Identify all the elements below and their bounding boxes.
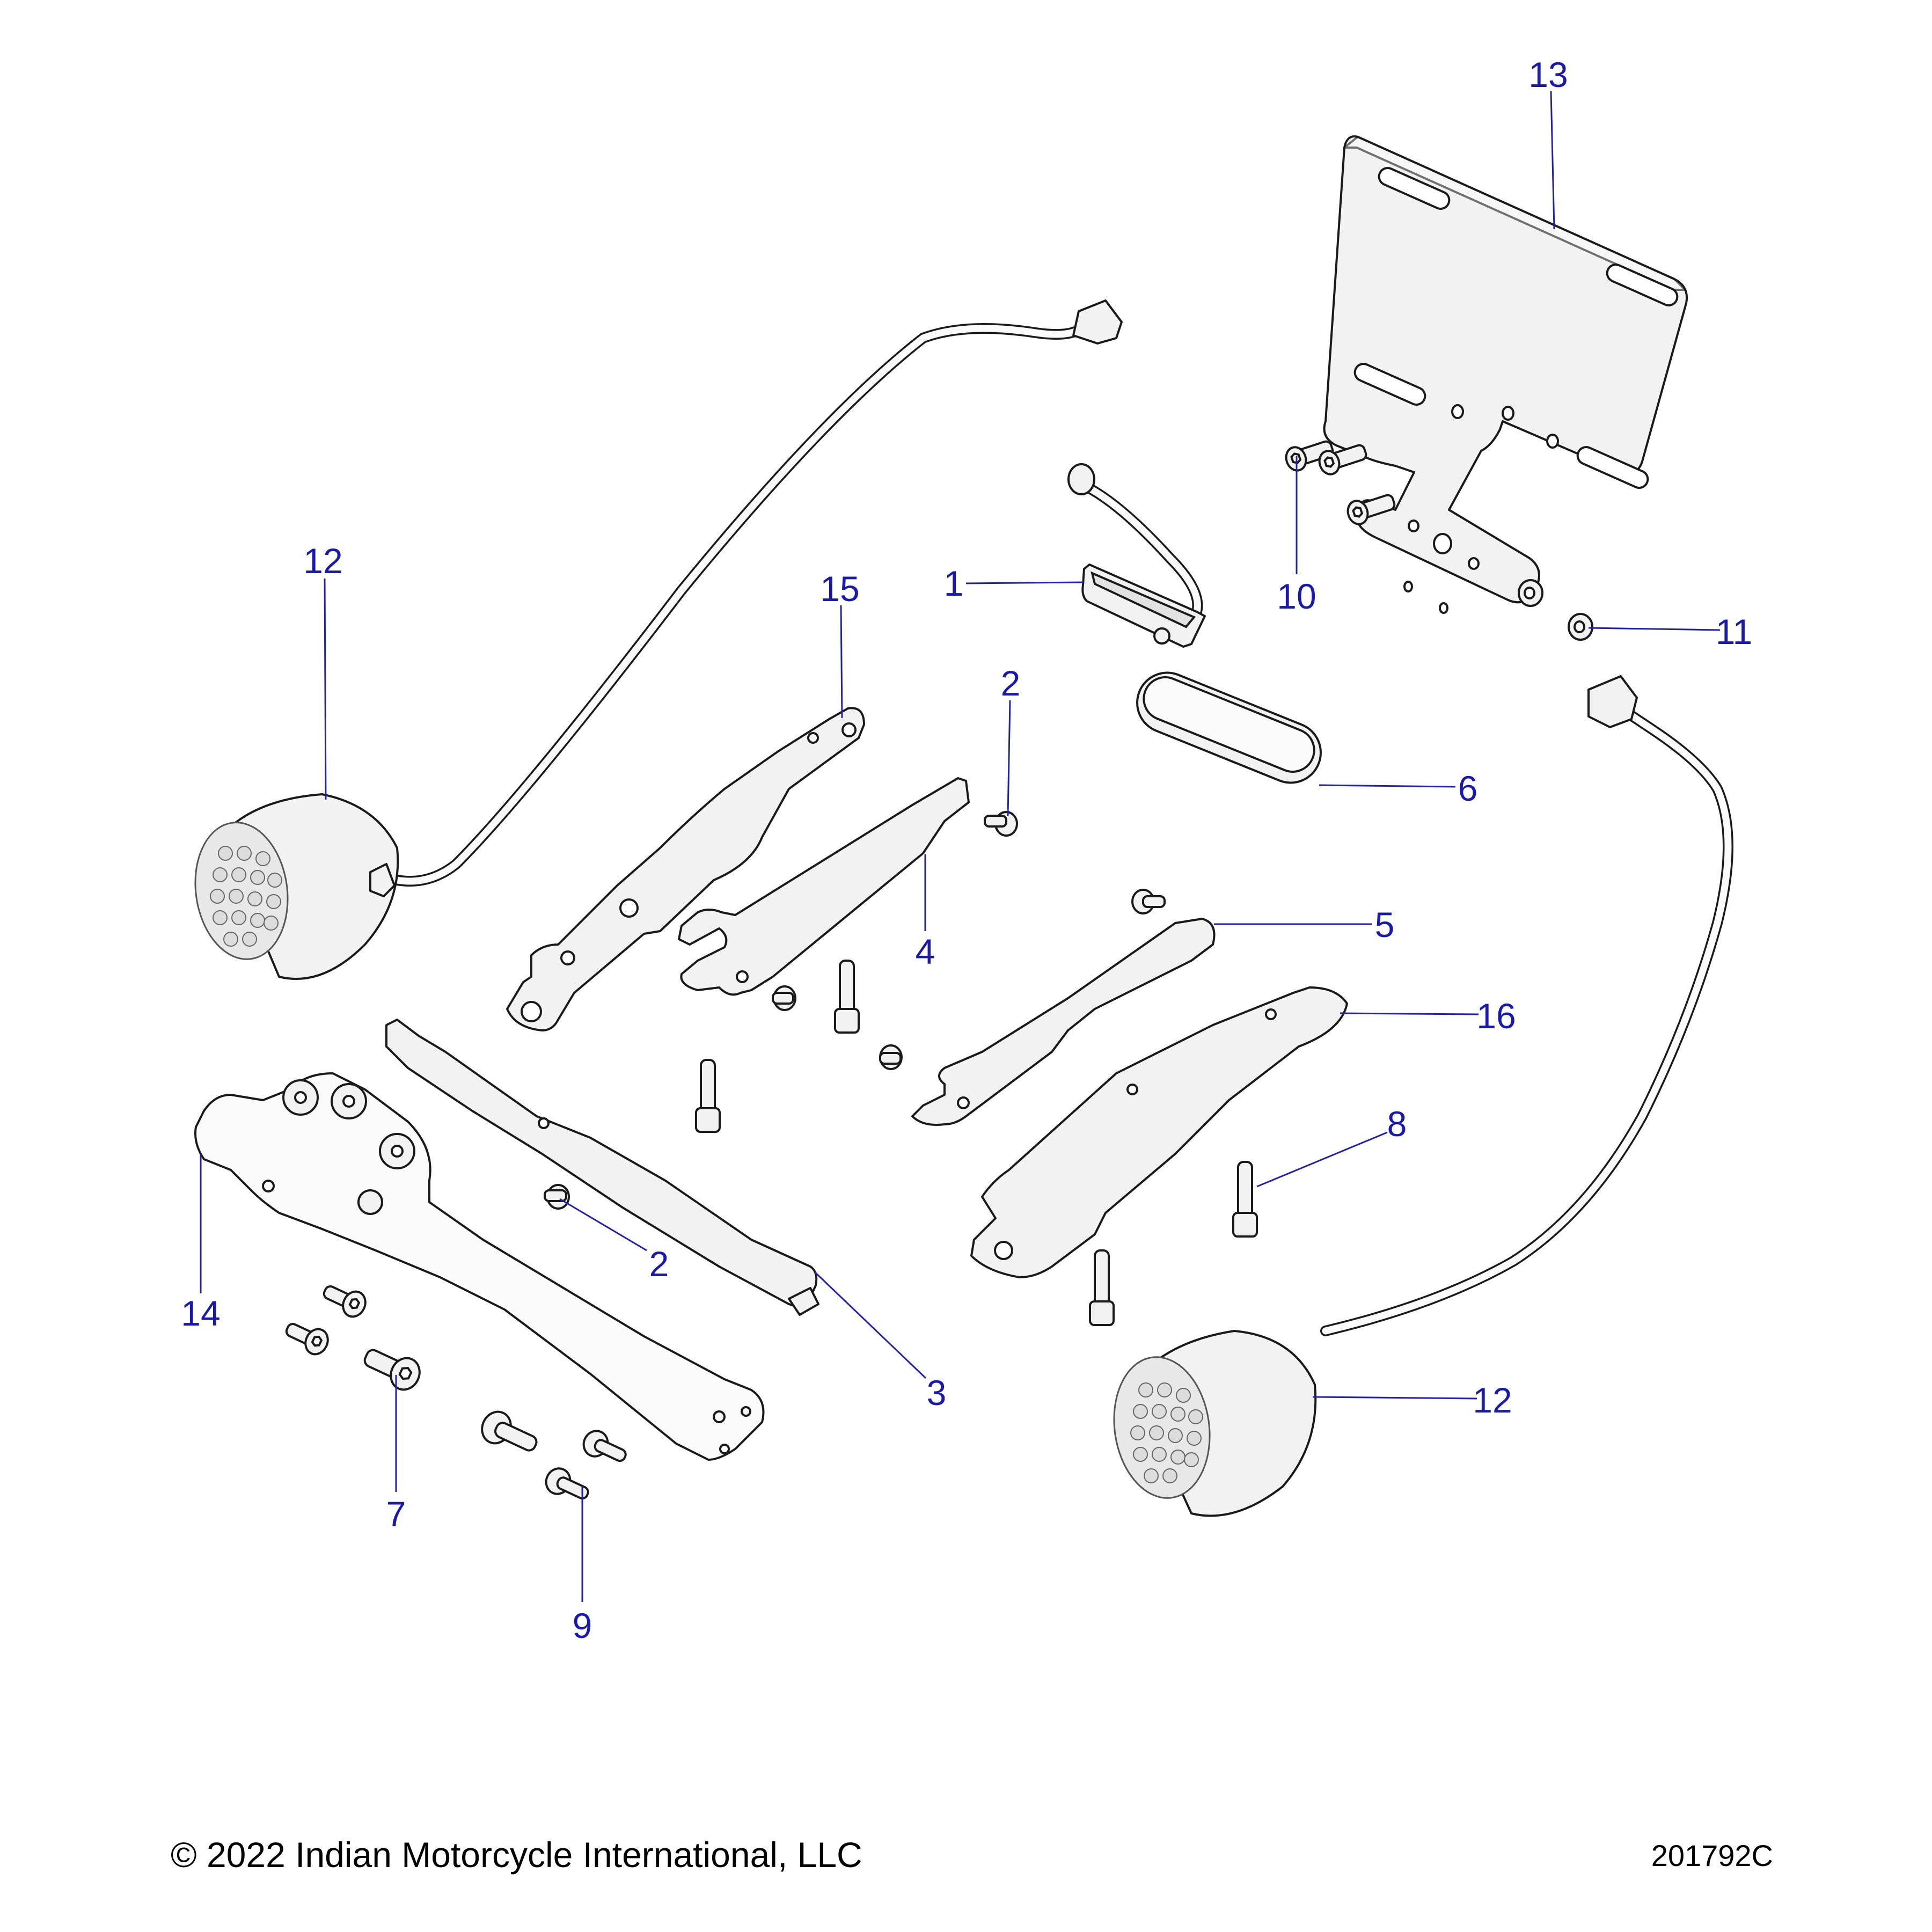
callout-2-upper: 2	[1001, 663, 1021, 703]
callout-11: 11	[1716, 612, 1753, 652]
leader-lines	[200, 91, 1721, 1602]
leader-12a	[324, 578, 327, 800]
callout-7: 7	[386, 1494, 406, 1534]
callout-12-right: 12	[1473, 1380, 1512, 1420]
license-plate-bracket	[1323, 135, 1688, 614]
bolt-group-9	[481, 1410, 627, 1500]
callouts: 13 12 15 1 10 11 2 6 4 5 16 8 2 14 3 12 …	[181, 55, 1752, 1645]
leader-15	[840, 605, 843, 719]
license-plate-light	[1067, 463, 1206, 648]
reflector	[1136, 671, 1322, 784]
callout-2-lower: 2	[649, 1244, 669, 1284]
screw-group-7	[285, 1285, 421, 1391]
leader-2b	[559, 1198, 647, 1252]
callout-6: 6	[1458, 769, 1478, 808]
screw-group-10	[1285, 440, 1396, 525]
turn-signal-left	[194, 299, 1123, 980]
callout-3: 3	[927, 1373, 947, 1413]
callout-10: 10	[1277, 576, 1316, 616]
bracket-upper-right	[970, 986, 1348, 1278]
leader-13	[1550, 91, 1555, 230]
stud-bar	[385, 1019, 819, 1316]
leader-1	[965, 581, 1084, 584]
led-array-right	[1130, 1382, 1203, 1483]
bracket-upper-left	[506, 707, 865, 1031]
callout-4: 4	[916, 932, 935, 971]
leader-3	[814, 1271, 927, 1379]
copyright-notice: © 2022 Indian Motorcycle International, …	[171, 1835, 862, 1875]
diagram-part-number: 201792C	[1651, 1839, 1773, 1872]
callout-5: 5	[1375, 905, 1395, 945]
leader-12b	[1312, 1396, 1477, 1400]
turn-signal-right	[1113, 675, 1733, 1517]
callout-14: 14	[181, 1293, 220, 1333]
leader-2a	[1007, 700, 1011, 816]
callout-8: 8	[1387, 1104, 1407, 1144]
callout-16: 16	[1476, 996, 1516, 1036]
support-arm	[194, 1072, 765, 1461]
bolt-group-8	[1089, 1161, 1258, 1326]
strap-right	[911, 918, 1216, 1126]
leader-8	[1256, 1131, 1388, 1188]
leader-11	[1588, 627, 1721, 631]
strap-left	[678, 777, 970, 996]
callout-13: 13	[1528, 55, 1568, 94]
leader-6	[1319, 784, 1456, 788]
bolt-group-middle	[695, 960, 860, 1133]
rivet-group-2	[544, 811, 1166, 1210]
callout-1: 1	[944, 564, 964, 603]
callout-12-left: 12	[303, 541, 342, 581]
nut-group-11	[1518, 579, 1593, 641]
led-array-left	[210, 846, 282, 947]
callout-15: 15	[820, 569, 859, 609]
leader-16	[1340, 1012, 1479, 1015]
callout-9: 9	[573, 1606, 592, 1645]
